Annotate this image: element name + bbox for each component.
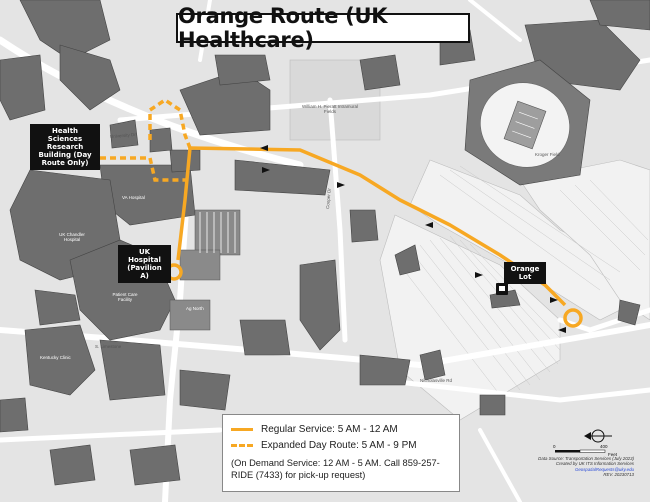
label-va-hospital: VA Hospital	[122, 195, 145, 200]
direction-arrows	[260, 145, 566, 333]
map-credits: Data Source: Transportation Services (Ju…	[520, 456, 634, 477]
label-patient-care: Patient Care Facility	[112, 292, 138, 302]
legend-on-demand: (On Demand Service: 12 AM - 5 AM. Call 8…	[231, 458, 440, 480]
credits-email-link[interactable]: GeospatialRequests@uky.edu	[574, 466, 634, 472]
credits-revision: REV. 20230713	[603, 471, 634, 477]
credits-creator: Created by UK ITS Information Services	[555, 461, 634, 467]
map-title: Orange Route (UK Healthcare)	[176, 4, 470, 52]
label-limestone: S. Limestone	[95, 344, 122, 349]
label-intramural-fields: William H. Pieratt Intramural Fields	[301, 104, 358, 114]
north-arrow-icon	[584, 429, 612, 443]
legend-expanded-label: Expanded Day Route: 5 AM - 9 PM	[261, 439, 417, 451]
label-stadium: Kroger Field	[535, 152, 560, 157]
label-nicholasville: Nicholasville Rd	[420, 378, 453, 383]
scale-max: 400	[600, 444, 608, 449]
scale-zero: 0	[553, 444, 556, 449]
scale-bar	[555, 449, 606, 453]
credits-source: Data Source: Transportation Services (Ju…	[538, 456, 634, 461]
garage-stripes	[199, 212, 236, 253]
label-ag-north: Ag North	[186, 306, 204, 311]
scale-unit: Feet	[608, 452, 618, 457]
legend-regular: Regular Service: 5 AM - 12 AM	[231, 421, 451, 437]
stadium	[464, 59, 591, 186]
callout-orange-lot: Orange Lot	[504, 262, 546, 284]
callout-uk-hospital: UK Hospital (Pavilion A)	[118, 245, 171, 283]
legend-regular-label: Regular Service: 5 AM - 12 AM	[261, 423, 398, 435]
legend: Regular Service: 5 AM - 12 AM Expanded D…	[222, 414, 460, 492]
callout-health-sciences: Health Sciences Research Building (Day R…	[30, 124, 100, 170]
legend-expanded-swatch	[231, 443, 253, 447]
legend-regular-swatch	[231, 427, 253, 431]
label-chandler: UK Chandler Hospital	[59, 232, 85, 242]
legend-expanded: Expanded Day Route: 5 AM - 9 PM	[231, 437, 451, 453]
expanded-route-line	[100, 97, 192, 182]
label-kentucky-clinic: Kentucky Clinic	[40, 355, 71, 360]
parking-garages	[169, 209, 241, 331]
